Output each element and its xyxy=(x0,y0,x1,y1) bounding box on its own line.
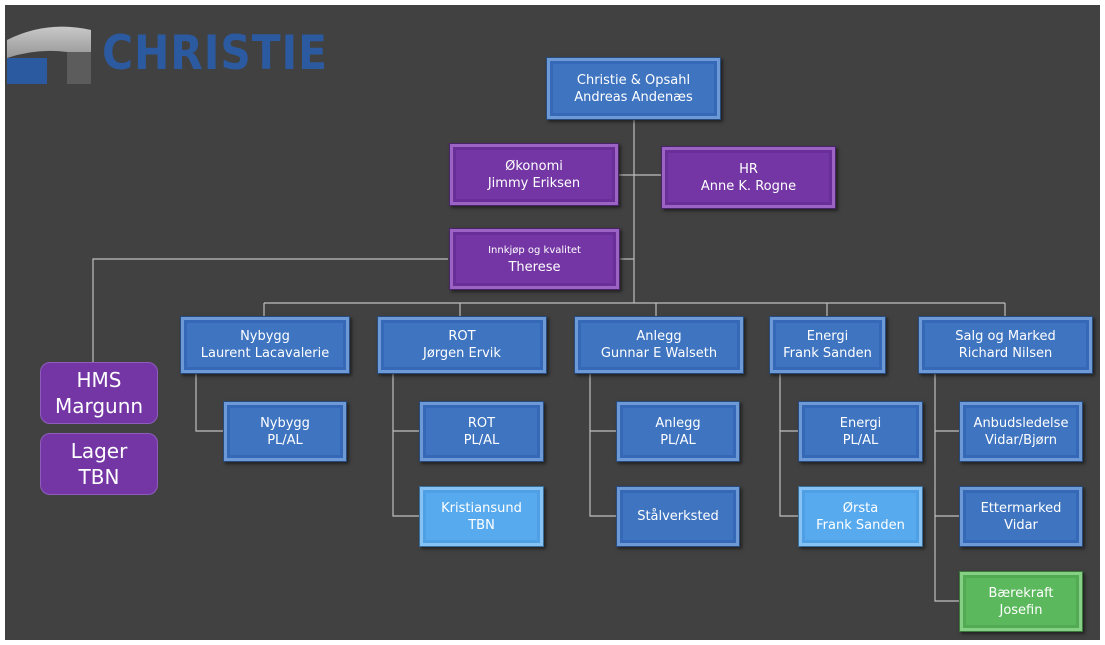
node-title: Salg og Marked xyxy=(955,329,1056,344)
node-title: Anbudsledelse xyxy=(973,415,1069,431)
node-title: Energi xyxy=(839,415,882,431)
node-person: Therese xyxy=(508,259,561,275)
logo-wordmark: CHRISTIE xyxy=(102,26,328,81)
org-node-nybygg-plal[interactable]: Nybygg PL/AL xyxy=(223,401,347,462)
connector-lines xyxy=(92,120,1006,602)
node-title: Stålverksted xyxy=(637,509,719,524)
connector-anlegg-sub xyxy=(589,374,616,517)
connector-salg-sub xyxy=(934,374,959,602)
org-node-salg-anbudsledelse[interactable]: Anbudsledelse Vidar/Bjørn xyxy=(959,401,1083,462)
org-node-dept-energi[interactable]: Energi Frank Sanden xyxy=(769,316,886,374)
node-person: PL/AL xyxy=(463,432,500,448)
org-node-dept-rot[interactable]: ROT Jørgen Ervik xyxy=(377,316,547,374)
node-title: Kristiansund xyxy=(441,500,522,516)
node-person: PL/AL xyxy=(842,432,879,448)
connector-hms xyxy=(92,258,448,362)
org-node-innkjop[interactable]: Innkjøp og kvalitet Therese xyxy=(449,228,620,290)
node-person: Josefin xyxy=(999,602,1043,618)
org-node-anlegg-stalverksted[interactable]: Stålverksted xyxy=(616,486,740,547)
node-title: Nybygg xyxy=(240,329,290,344)
node-title: ROT xyxy=(467,415,496,431)
company-logo: CHRISTIE xyxy=(7,18,327,88)
node-person: PL/AL xyxy=(660,432,696,448)
node-person: Vidar xyxy=(1004,517,1038,533)
node-title: Lager xyxy=(70,439,128,463)
connector-nybygg-sub xyxy=(195,374,223,432)
node-title: Energi xyxy=(806,329,849,344)
node-person: Gunnar E Walseth xyxy=(600,346,718,361)
node-person: Andreas Andenæs xyxy=(574,89,693,105)
org-node-rot-plal[interactable]: ROT PL/AL xyxy=(419,401,544,462)
node-person: Frank Sanden xyxy=(816,517,905,533)
org-node-ceo[interactable]: Christie & Opsahl Andreas Andenæs xyxy=(546,57,721,120)
node-person: Frank Sanden xyxy=(783,346,872,361)
org-node-dept-nybygg[interactable]: Nybygg Laurent Lacavalerie xyxy=(180,316,350,374)
org-node-lager[interactable]: Lager TBN xyxy=(40,433,158,495)
node-title: ROT xyxy=(448,329,476,344)
org-node-dept-anlegg[interactable]: Anlegg Gunnar E Walseth xyxy=(574,316,744,374)
org-node-energi-plal[interactable]: Energi PL/AL xyxy=(798,401,923,462)
connector-rot-sub xyxy=(392,374,419,517)
org-node-hr[interactable]: HR Anne K. Rogne xyxy=(661,146,836,209)
org-node-rot-kristiansund[interactable]: Kristiansund TBN xyxy=(419,486,544,547)
org-node-salg-baerekraft[interactable]: Bærekraft Josefin xyxy=(959,571,1083,632)
node-title: Ørsta xyxy=(842,500,879,516)
node-title: Bærekraft xyxy=(988,585,1054,601)
node-person: Laurent Lacavalerie xyxy=(200,346,330,361)
node-title: Anlegg xyxy=(655,415,701,431)
node-person: Jørgen Ervik xyxy=(423,346,501,361)
org-node-salg-ettermarked[interactable]: Ettermarked Vidar xyxy=(959,486,1083,547)
node-person: Jimmy Eriksen xyxy=(487,175,581,191)
org-node-hms[interactable]: HMS Margunn xyxy=(40,362,158,424)
node-title: HMS xyxy=(76,368,122,392)
node-title: HR xyxy=(739,161,758,177)
node-person: TBN xyxy=(468,517,495,533)
org-node-anlegg-plal[interactable]: Anlegg PL/AL xyxy=(616,401,740,462)
connector-energi-sub xyxy=(779,374,798,517)
org-chart-canvas: CHRISTIE xyxy=(5,5,1100,640)
node-person: Margunn xyxy=(54,394,144,418)
node-person: Richard Nilsen xyxy=(958,346,1053,361)
node-title: Ettermarked xyxy=(980,500,1062,516)
node-title: Anlegg xyxy=(636,329,682,344)
node-title: Nybygg xyxy=(260,415,310,431)
node-title: Christie & Opsahl xyxy=(576,72,691,88)
org-node-energi-orsta[interactable]: Ørsta Frank Sanden xyxy=(798,486,923,547)
node-title: Innkjøp og kvalitet xyxy=(488,244,581,256)
org-node-dept-salg[interactable]: Salg og Marked Richard Nilsen xyxy=(918,316,1093,374)
node-person: Anne K. Rogne xyxy=(700,178,797,194)
node-person: PL/AL xyxy=(267,432,303,448)
logo-arch-icon xyxy=(7,26,91,85)
node-person: TBN xyxy=(78,465,120,489)
node-person: Vidar/Bjørn xyxy=(984,432,1057,448)
node-title: Økonomi xyxy=(505,158,563,174)
org-node-okonomi[interactable]: Økonomi Jimmy Eriksen xyxy=(449,143,619,206)
